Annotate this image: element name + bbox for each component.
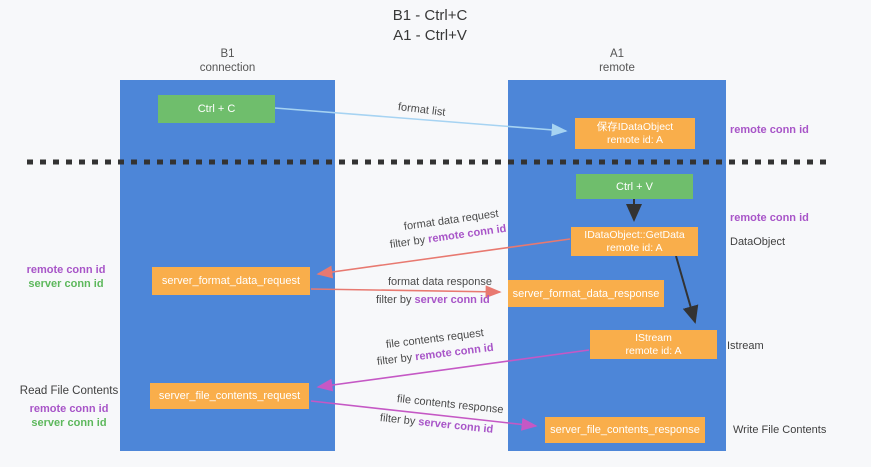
- column-a1-subtitle: remote: [599, 62, 635, 74]
- title-line-1: B1 - Ctrl+C: [392, 7, 468, 24]
- column-b1-subtitle: connection: [199, 62, 256, 74]
- node-idataobject-getdata: IDataObject::GetData remote id: A: [571, 227, 698, 256]
- node-save-idataobject: 保存IDataObject remote id: A: [575, 118, 695, 149]
- filter-by-text: filter by: [379, 412, 416, 428]
- node-save-idataobject-line2: remote id: A: [606, 133, 664, 146]
- istream-label: Istream: [727, 340, 764, 352]
- node-server-file-contents-response: server_file_contents_response: [545, 417, 705, 443]
- node-server-file-contents-request: server_file_contents_request: [150, 383, 309, 409]
- dataobject-label: DataObject: [730, 236, 786, 248]
- column-header-a1: A1 remote: [508, 47, 726, 75]
- node-server-format-data-response-label: server_format_data_response: [512, 287, 660, 300]
- diagram-title: B1 - Ctrl+C A1 - Ctrl+V: [0, 6, 860, 46]
- left-conn-id-group: remote conn id server conn id: [20, 263, 112, 291]
- node-istream-line1: IStream: [635, 331, 672, 344]
- node-ctrl-v: Ctrl + V: [576, 174, 693, 199]
- annotation-filter-by-server-conn-id-1: filter by server conn id: [376, 294, 490, 306]
- annotation-format-list: format list: [397, 101, 447, 119]
- column-header-b1: B1 connection: [120, 47, 335, 75]
- left-server-conn-id-label-2: server conn id: [31, 417, 107, 429]
- node-istream-line2: remote id: A: [625, 344, 682, 357]
- annotation-format-data-response: format data response: [388, 276, 492, 288]
- node-server-file-contents-response-label: server_file_contents_response: [550, 424, 700, 436]
- node-ctrl-v-label: Ctrl + V: [616, 180, 653, 193]
- title-line-2: A1 - Ctrl+V: [393, 27, 467, 44]
- node-istream: IStream remote id: A: [590, 330, 717, 359]
- format-data-response-arrow: [310, 285, 502, 299]
- filter-by-text: filter by: [389, 234, 426, 251]
- node-server-file-contents-request-label: server_file_contents_request: [158, 390, 301, 402]
- node-save-idataobject-line1: 保存IDataObject: [596, 120, 674, 133]
- node-server-format-data-response: server_format_data_response: [508, 280, 664, 307]
- column-b1-name: B1: [220, 48, 235, 60]
- right-remote-conn-id-label-top: remote conn id: [730, 124, 809, 136]
- read-file-contents-group: Read File Contents remote conn id server…: [14, 384, 124, 430]
- filter-by-text: filter by: [376, 294, 412, 306]
- left-server-conn-id-label: server conn id: [28, 278, 104, 290]
- node-server-format-data-request-label: server_format_data_request: [161, 275, 301, 287]
- annotation-filter-by-server-conn-id-2: filter by server conn id: [379, 412, 493, 436]
- left-remote-conn-id-label-2: remote conn id: [29, 403, 109, 415]
- write-file-contents-label: Write File Contents: [733, 424, 827, 436]
- column-a1-name: A1: [609, 48, 625, 60]
- annotation-file-contents-response: file contents response: [396, 393, 505, 417]
- node-ctrl-c-label: Ctrl + C: [197, 103, 236, 115]
- node-ctrl-c: Ctrl + C: [158, 95, 275, 123]
- server-conn-id-text: server conn id: [417, 416, 494, 436]
- node-server-format-data-request: server_format_data_request: [152, 267, 310, 295]
- right-remote-conn-id-label-mid: remote conn id: [730, 212, 809, 224]
- read-file-contents-label: Read File Contents: [19, 385, 119, 397]
- filter-by-text: filter by: [376, 351, 413, 368]
- node-idataobject-getdata-line1: IDataObject::GetData: [584, 228, 685, 241]
- server-conn-id-text: server conn id: [414, 294, 490, 306]
- node-idataobject-getdata-line2: remote id: A: [606, 241, 663, 254]
- left-remote-conn-id-label: remote conn id: [26, 264, 106, 276]
